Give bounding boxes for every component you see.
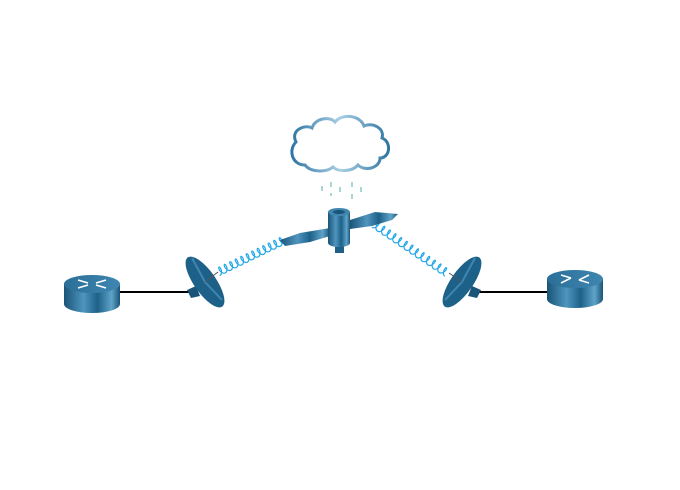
solar-panel-left (280, 228, 330, 246)
satellite[interactable] (280, 208, 398, 253)
satellite-dish-left[interactable] (179, 251, 231, 313)
router-arrows-icon (77, 279, 107, 289)
router-right[interactable] (547, 270, 603, 308)
wireless-signal-coil (371, 221, 448, 277)
solar-panel-right (350, 212, 398, 229)
satellite-dish-right[interactable] (436, 251, 488, 313)
router-arrows-icon (560, 274, 590, 284)
rain-icon (321, 182, 362, 199)
wireless-signal-coil (218, 237, 286, 277)
router-left[interactable] (64, 275, 120, 313)
cloud-icon (290, 114, 390, 173)
wireless-link-left (218, 237, 286, 277)
wireless-link-right (371, 221, 448, 277)
